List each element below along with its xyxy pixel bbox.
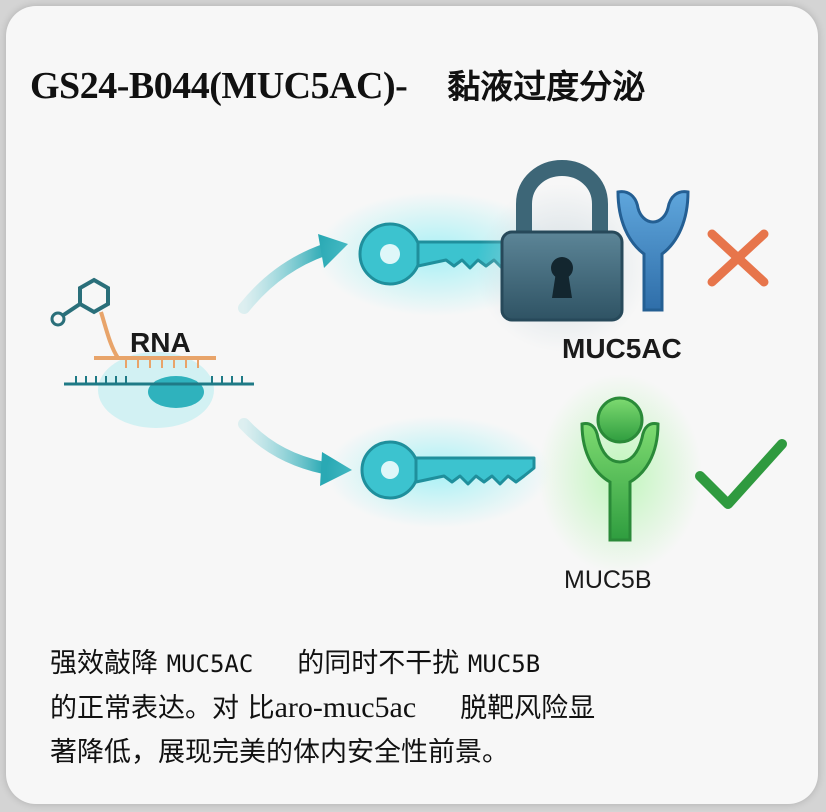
check-icon xyxy=(695,439,787,509)
title-chinese: 黏液过度分泌 xyxy=(447,67,646,106)
rna-label: RNA xyxy=(130,327,191,358)
infographic-card: GS24-B044(MUC5AC)- 黏液过度分泌 xyxy=(6,6,818,804)
muc5ac-icon xyxy=(616,190,690,312)
key-lower-icon xyxy=(326,416,550,528)
rna-molecule-icon xyxy=(50,277,254,428)
muc5b-icon xyxy=(538,374,702,574)
cross-icon xyxy=(707,229,769,287)
muc5b-label: MUC5B xyxy=(564,566,652,594)
page-title: GS24-B044(MUC5AC)- 黏液过度分泌 xyxy=(30,54,818,118)
padlock-icon xyxy=(476,159,648,352)
muc5ac-label: MUC5AC xyxy=(562,333,682,364)
title-code: GS24-B044(MUC5AC)- xyxy=(30,65,408,107)
diagram-art: RNA MUC5AC xyxy=(50,159,787,594)
